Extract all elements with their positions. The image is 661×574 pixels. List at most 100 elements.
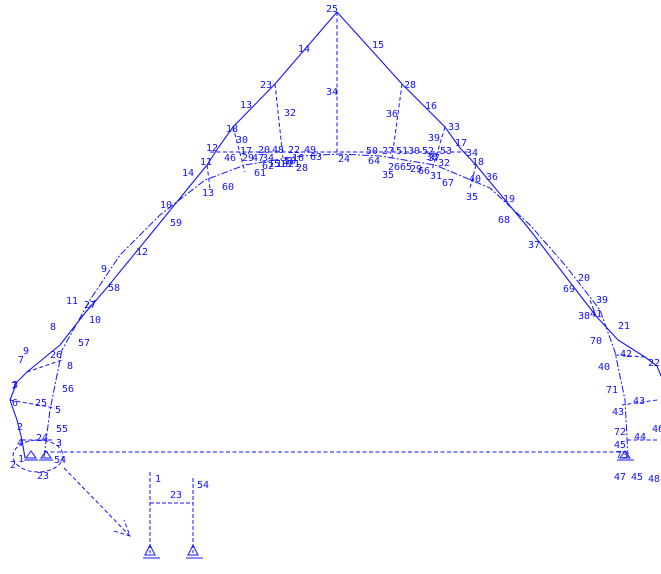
left-rib-label: 60: [222, 182, 234, 193]
left-rafter-label: 14: [182, 168, 194, 179]
right-rafter-label: 73: [616, 450, 628, 461]
center-label: 52: [422, 146, 434, 157]
left-rib-label: 23: [37, 471, 49, 482]
left-rafter-label: 10: [160, 200, 172, 211]
left-rafter-label: 8: [50, 322, 56, 333]
right-rafter-label: 36: [486, 172, 498, 183]
center-label: 64: [368, 156, 380, 167]
right-rafter-label: 67: [442, 178, 454, 189]
left-rafter-label: 9: [101, 264, 107, 275]
center-label: 63: [310, 152, 322, 163]
right-rafter-label: 48: [648, 474, 660, 485]
right-rafter-label: 38: [578, 311, 590, 322]
right-rafter-label: 33: [448, 122, 460, 133]
left-rib-label: 5: [55, 405, 61, 416]
center-label: 38: [426, 152, 438, 163]
right-rafter-label: 45: [631, 472, 643, 483]
left-rib-label: 8: [67, 361, 73, 372]
right-rafter-label: 15: [372, 40, 384, 51]
left-rafter-label: 4: [17, 438, 23, 449]
left-rafter-label: 23: [260, 80, 272, 91]
right-rafter-label: 46: [652, 424, 661, 435]
left-rib-label: 61: [254, 168, 266, 179]
right-rafter-label: 40: [598, 362, 610, 373]
arrow-icon: [63, 467, 131, 537]
right-rafter-label: 35: [466, 192, 478, 203]
center-label: 29: [410, 164, 422, 175]
left-rafter-label: 12: [206, 143, 218, 154]
left-rib-label: 22: [288, 145, 300, 156]
left-rib-label: 59: [170, 218, 182, 229]
right-rafter-label: 16: [425, 101, 437, 112]
left-rib-label: 32: [284, 108, 296, 119]
right-rafter-label: 39: [596, 295, 608, 306]
left-rib-label: 54: [54, 455, 66, 466]
center-label: 37: [428, 153, 440, 164]
left-rib-label: 50: [284, 156, 296, 167]
center-label: 30: [408, 146, 420, 157]
right-support-icon: [617, 450, 634, 461]
left-rafter-label: 13: [240, 100, 252, 111]
center-label: 31: [430, 171, 442, 182]
left-rafter-label: 11: [200, 157, 212, 168]
apex-label: 25: [326, 4, 338, 15]
center-label: 32: [438, 158, 450, 169]
left-rafter-label: 18: [226, 124, 238, 135]
left-rib-label: 12: [136, 247, 148, 258]
right-rafter-label: 71: [606, 385, 618, 396]
left-rib-label: 16: [292, 153, 304, 164]
center-label: 27: [382, 146, 394, 157]
left-rib-label: 34: [262, 153, 274, 164]
left-rafter-label: 3: [12, 380, 18, 391]
center-label: 65: [400, 162, 412, 173]
left-rib-label: 29: [242, 153, 254, 164]
center-label: 36: [386, 109, 398, 120]
left-rib-label: 3: [56, 438, 62, 449]
left-rafter-label: 7: [18, 355, 24, 366]
right-rafter-label: 37: [528, 240, 540, 251]
left-rib-label: 21: [288, 159, 300, 170]
right-rafter-label: 34: [466, 148, 478, 159]
support-detail: [143, 472, 203, 559]
left-rib-label: 19: [280, 159, 292, 170]
left-rib-label: 17: [240, 146, 252, 157]
detail-label: 1: [155, 474, 161, 485]
left-rib-label: 27: [84, 300, 96, 311]
left-rib-label: 58: [108, 283, 120, 294]
right-rafter-label: 47: [614, 472, 626, 483]
inner-arch: [43, 153, 629, 458]
right-rafter-label: 20: [578, 273, 590, 284]
right-rafter: [336, 11, 661, 378]
detail-label: 23: [170, 490, 182, 501]
right-rafter-label: 43: [612, 407, 624, 418]
left-rafter-label: 7: [11, 381, 17, 392]
right-rafter-label: 22: [648, 358, 660, 369]
left-rib-label: 18: [276, 159, 288, 170]
left-rafter-label: 14: [298, 44, 310, 55]
pin-support-icon: [24, 450, 38, 461]
left-rib-label: 25: [35, 398, 47, 409]
left-rafter-label: 9: [23, 346, 29, 357]
right-rafter-label: 45: [614, 440, 626, 451]
right-rafter-label: 28: [404, 80, 416, 91]
left-rafter-label: 1: [18, 454, 24, 465]
right-rafter-label: 21: [618, 321, 630, 332]
left-rib-label: 56: [62, 384, 74, 395]
left-rafter: [9, 11, 338, 459]
left-rib-label: 46: [224, 153, 236, 164]
left-rib-label: 26: [50, 350, 62, 361]
left-rafter-label: 2: [17, 422, 23, 433]
detail-label: 54: [197, 480, 209, 491]
left-rib-label: 57: [78, 338, 90, 349]
left-rib-label: 28: [296, 163, 308, 174]
left-rib-label: 47: [252, 153, 264, 164]
right-rafter-label: 17: [455, 138, 467, 149]
right-rafter-label: 18: [472, 157, 484, 168]
left-rib-label: 48: [272, 145, 284, 156]
left-rib-label: 20: [258, 145, 270, 156]
left-rib-label: 49: [304, 145, 316, 156]
right-rafter-label: 19: [503, 194, 515, 205]
left-rib-label: 62: [262, 161, 274, 172]
center-label: 35: [382, 170, 394, 181]
